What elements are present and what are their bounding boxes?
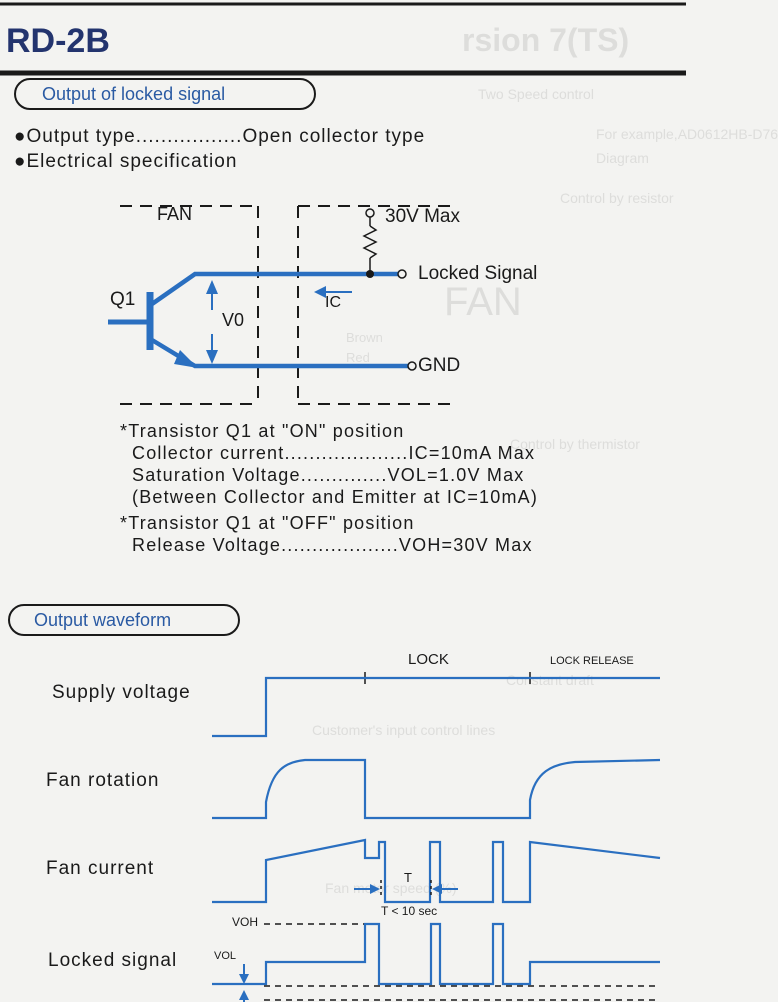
ic-label: IC [325, 294, 341, 311]
supply-voltage-trace [212, 676, 660, 738]
row-label-rotation: Fan rotation [46, 770, 160, 791]
section-heading: Output of locked signal [42, 84, 226, 104]
note-line: *Transistor Q1 at "ON" position [120, 421, 405, 441]
bleed-item: Fan motor speed (%) [325, 880, 457, 896]
lock-release-label: LOCK RELEASE [550, 655, 634, 667]
page-graphics [0, 2, 686, 1002]
gnd-label: GND [418, 355, 461, 376]
t-arrows [239, 884, 458, 1002]
section-heading: Output waveform [34, 610, 172, 630]
bleed-item: Diagram [596, 150, 649, 166]
bleed-heading: rsion 7(TS) [462, 22, 630, 58]
waveform-diagram [212, 672, 661, 986]
voh-label: VOH [232, 915, 259, 929]
circuit-diagram [108, 205, 458, 405]
locked-signal-terminal [397, 269, 407, 279]
row-label-supply: Supply voltage [52, 682, 191, 703]
supply-label: 30V Max [385, 206, 460, 227]
bleed-item: Red [346, 350, 370, 365]
page-title: RD-2B [6, 22, 110, 60]
note-line: Saturation Voltage..............VOL=1.0V… [132, 465, 525, 485]
locked-signal-trace [212, 922, 660, 986]
vol-label: VOL [214, 950, 237, 962]
fan-rotation-trace [212, 758, 661, 820]
bleed-item: Customer's input control lines [312, 722, 496, 738]
bullet-output-type: ●Output type.................Open collec… [14, 126, 426, 147]
row-label-current: Fan current [46, 858, 155, 879]
t-condition: T < 10 sec [381, 904, 438, 918]
section-banner-locked-signal: Output of locked signal [14, 78, 316, 110]
bullet-electrical-spec: ●Electrical specification [14, 151, 238, 172]
fan-label: FAN [157, 204, 193, 224]
bleed-item: Brown [346, 330, 383, 345]
section-banner-waveform: Output waveform [8, 604, 240, 636]
bleed-item: For example,AD0612HB-D76 [596, 126, 778, 142]
bleed-item: Constant draft [506, 672, 594, 688]
note-line: Release Voltage...................VOH=30… [132, 535, 533, 555]
collector-line [150, 271, 398, 306]
waveform-references [264, 880, 660, 1001]
note-line: (Between Collector and Emitter at IC=10m… [132, 487, 539, 507]
vo-label: V0 [222, 310, 245, 330]
fan-current-trace [212, 838, 661, 904]
q1-label: Q1 [110, 289, 136, 310]
t-label: T [404, 870, 412, 885]
lock-label: LOCK [408, 651, 449, 668]
bleed-item: Control by thermistor [510, 436, 640, 452]
locked-signal-label: Locked Signal [418, 263, 538, 284]
row-label-locked: Locked signal [48, 950, 178, 971]
gnd-terminal [407, 361, 417, 371]
note-line: *Transistor Q1 at "OFF" position [120, 513, 415, 533]
bleed-item: FAN [444, 280, 522, 324]
bleed-item: Two Speed control [478, 86, 594, 102]
note-line: Collector current....................IC=… [132, 443, 536, 463]
emitter-arrowhead [174, 350, 198, 368]
bleed-item: Control by resistor [560, 190, 674, 206]
